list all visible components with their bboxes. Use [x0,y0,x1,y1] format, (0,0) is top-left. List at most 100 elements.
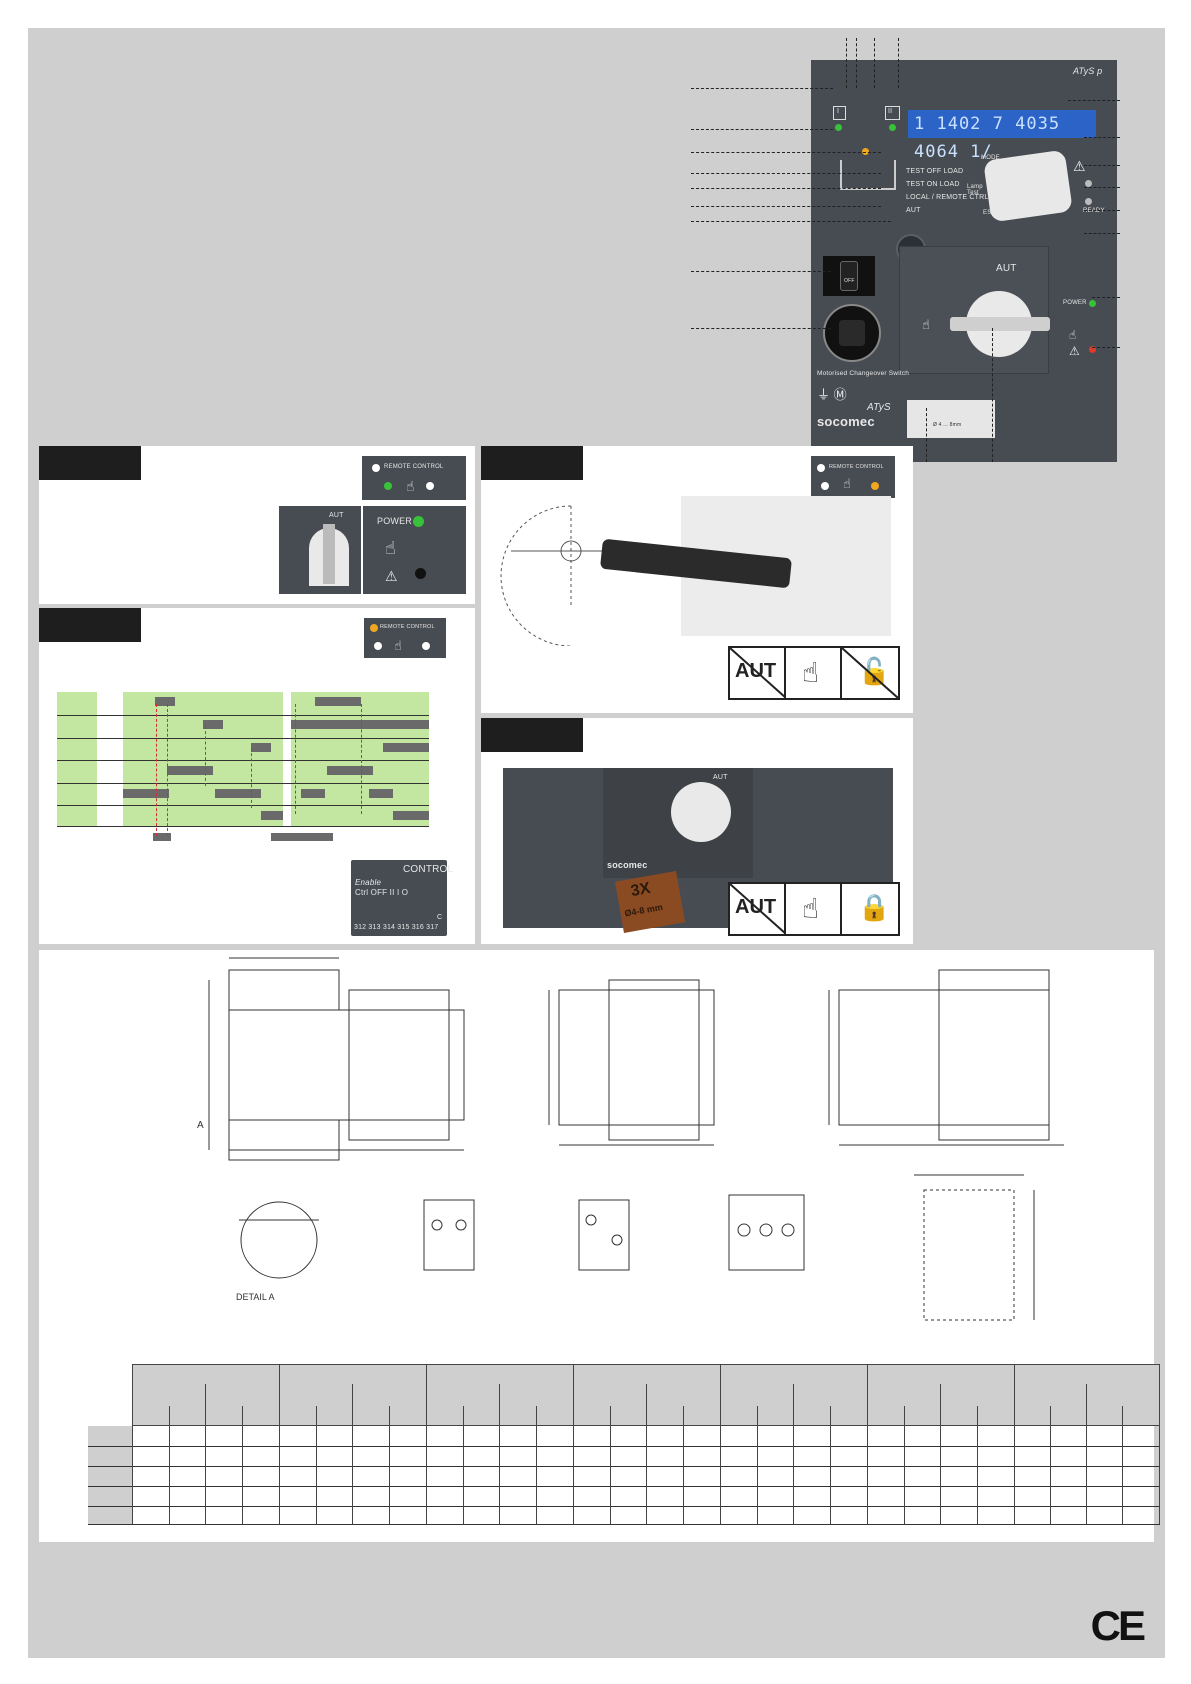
panel-timing: REMOTE CONTROL ☝ [39,608,475,944]
mode-selector-handle[interactable] [950,317,1050,331]
callout-line [992,328,993,462]
padlock-icon: 🔒 [840,882,900,936]
timing-pulse [167,766,213,775]
test-off-load-label: TEST OFF LOAD [906,168,964,175]
callout-line [691,271,831,272]
hand-icon: ☝ [406,478,415,494]
callout-line [1084,210,1120,211]
manual-handle-drawing [500,496,891,646]
callout-line [856,38,857,88]
padlock: 3X Ø4-8 mm [614,871,686,933]
aut-crossed-icon: AUT [728,882,788,936]
timing-pulse [203,720,223,729]
detail-a-label: DETAIL A [236,1292,275,1302]
dimensions-table [88,1364,1160,1525]
table-row [88,1466,1160,1487]
source-ii-led [889,124,896,131]
remote-status-indicator: REMOTE CONTROL ☝ [811,456,895,498]
callout-line [691,173,881,174]
document-sheet: ATyS p I II TEST OFF LOAD TEST ON LOAD L… [28,28,1165,1658]
callout-line [691,188,881,189]
manual-hand-icon: ☝ [922,317,930,332]
callout-line [1084,137,1120,138]
padlock-slot[interactable]: Ø 4 ... 8mm [907,400,995,438]
warning-led [1085,180,1092,187]
timing-pulse [291,720,429,729]
section-tag [481,446,583,480]
timing-sequence-b [291,692,429,826]
callout-line [926,408,927,462]
table-row-headers [88,1426,132,1524]
table-row [88,1486,1160,1507]
timing-label-column [57,692,97,826]
local-remote-label: LOCAL / REMOTE CTRL [906,194,989,201]
fault-led [1089,346,1096,353]
timing-pulse [251,743,271,752]
timing-pulse [153,833,171,841]
panel-dimensions: A DETAIL A [39,950,1160,1542]
timing-pulse [301,789,325,798]
model-label: ATyS p [1073,66,1103,76]
fault-warning-icon: ⚠ [1069,344,1080,358]
switch-diagram [840,160,896,190]
power-label: POWER [1063,300,1087,306]
source-i-led [835,124,842,131]
off-switch[interactable]: OFF [823,256,875,296]
remote-status-indicator: REMOTE CONTROL ☝ [362,456,466,500]
timing-pulse [261,811,283,820]
callout-line [1084,165,1120,166]
callout-line [691,206,881,207]
timing-pulse [369,789,393,798]
callout-line [1092,347,1120,348]
dimension-drawings [208,957,1064,1321]
callout-line [874,38,875,88]
callout-line [691,88,833,89]
section-tag [39,446,141,480]
table-row [88,1504,1160,1525]
panel-manual-operation: REMOTE CONTROL ☝ AUT ☝ 🔓 [481,446,913,713]
callout-line [1084,233,1120,234]
warning-icon: ⚠ [1073,158,1086,174]
esc-label: ESC [983,210,996,216]
keypad[interactable] [983,149,1073,223]
label-a: A [197,1120,204,1131]
timing-pulse [393,811,429,820]
callout-line [1068,100,1120,101]
mode-selector-area: AUT ☝ [899,246,1050,374]
aut-dial-detail: AUT [279,506,361,594]
key-lock[interactable] [823,304,881,362]
callout-line [898,38,899,88]
timing-pulse [327,766,373,775]
padlock-photo: AUT socomec 3X Ø4-8 mm [503,768,893,933]
timing-pulse [215,789,261,798]
source-i-box: I [833,106,846,120]
callout-line [691,221,891,222]
motor-symbol-icon: ⏚ Ⓜ [817,387,847,402]
power-detail: POWER ☝ ⚠ [363,506,466,594]
table-row [88,1426,1160,1447]
callout-line [1092,297,1120,298]
table-row [88,1446,1160,1467]
hand-icon: ☝ [784,646,844,700]
power-led [1089,300,1096,307]
panel-padlocking: AUT socomec 3X Ø4-8 mm AUT ☝ 🔒 [481,718,913,944]
mode-label: MODE [981,155,1000,161]
aut-crossed-icon: AUT [728,646,788,700]
aut-dial-label: AUT [996,263,1017,274]
socomec-logo: socomec [817,414,875,429]
module-caption: Motorised Changeover Switch [817,370,910,377]
logo-model: ATyS [867,402,891,413]
ready-led [1085,198,1092,205]
hand-icon: ☝ [784,882,844,936]
timing-sequence-a [123,692,283,826]
test-on-load-label: TEST ON LOAD [906,181,960,188]
timing-pulse [123,789,169,798]
aut-mode-label: AUT [906,207,921,214]
callout-line [691,152,881,153]
timing-pulse [155,697,175,706]
padlock-crossed-icon: 🔓 [840,646,900,700]
remote-status-indicator: REMOTE CONTROL ☝ [364,618,446,658]
lamp-test-label: Lamp Test [967,184,983,196]
panel-remote-control: REMOTE CONTROL ☝ AUT POWER ☝ ⚠ [39,446,475,604]
source-ii-box: II [885,106,900,120]
